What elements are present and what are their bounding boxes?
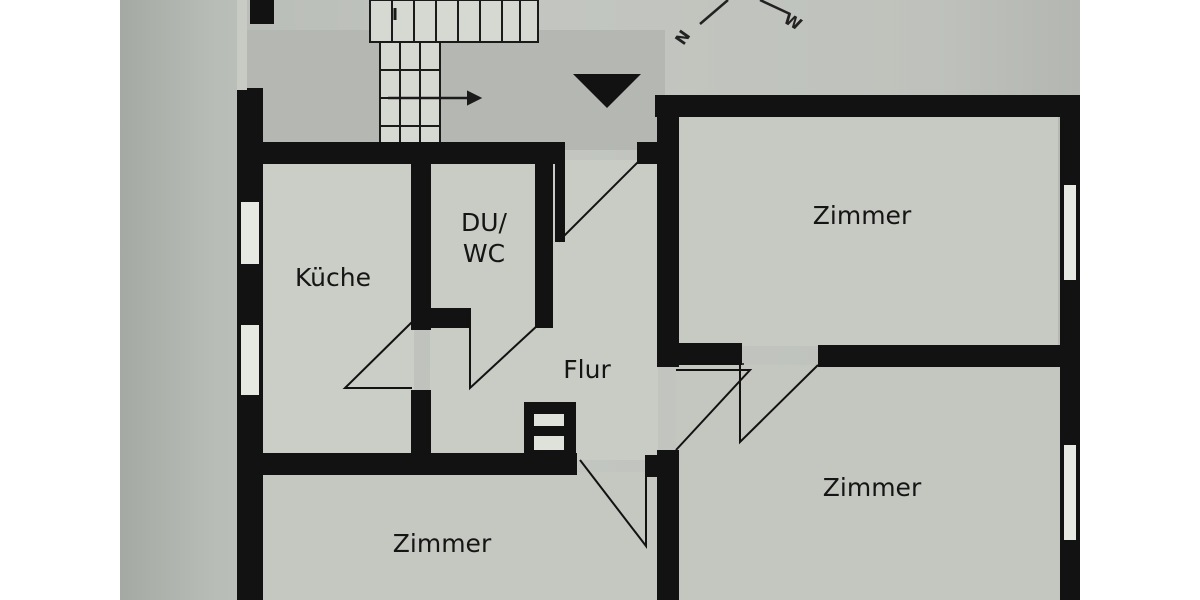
- wall-top-right: [655, 95, 1080, 117]
- room-bottom-right-floor: [676, 365, 1068, 600]
- window-kitchen-lower: [241, 325, 259, 395]
- wall-rooms-right-divider-b: [818, 345, 1080, 367]
- wall-kitchen-shower: [411, 150, 431, 330]
- room-bottom-right-label: Zimmer: [822, 473, 922, 502]
- staircase: [369, 0, 539, 149]
- wall-top-left: [237, 142, 562, 164]
- room-bottom-left-floor: [258, 472, 658, 600]
- door-swings: [342, 159, 819, 549]
- wall-middle-upper: [657, 95, 679, 367]
- shower-wc-label: DU/ WC: [461, 207, 507, 268]
- kitchen-label: Küche: [295, 263, 371, 292]
- wall-kitchen-lower: [411, 390, 431, 470]
- room-top-right-label: Zimmer: [812, 201, 912, 230]
- windows: [241, 185, 1076, 540]
- hallway-label: Flur: [563, 355, 611, 384]
- wall-shower-bottom: [411, 308, 471, 328]
- wall-rooms-right-divider-a: [657, 343, 742, 365]
- wall-middle-lower: [657, 450, 679, 600]
- kitchen-floor: [262, 160, 414, 455]
- room-bottom-left-label: Zimmer: [392, 529, 492, 558]
- wall-hall-bottom-right: [645, 455, 679, 477]
- room-top-right-floor: [678, 116, 1058, 346]
- entrance-marker-icon: [573, 74, 641, 108]
- compass-icon: [699, 0, 791, 25]
- walls: [237, 0, 1080, 600]
- window-right-upper: [1064, 185, 1076, 280]
- window-kitchen-upper: [241, 202, 259, 264]
- wall-shower-right: [535, 150, 553, 328]
- window-right-lower: [1064, 445, 1076, 540]
- wall-kitchen-bottom: [237, 453, 577, 475]
